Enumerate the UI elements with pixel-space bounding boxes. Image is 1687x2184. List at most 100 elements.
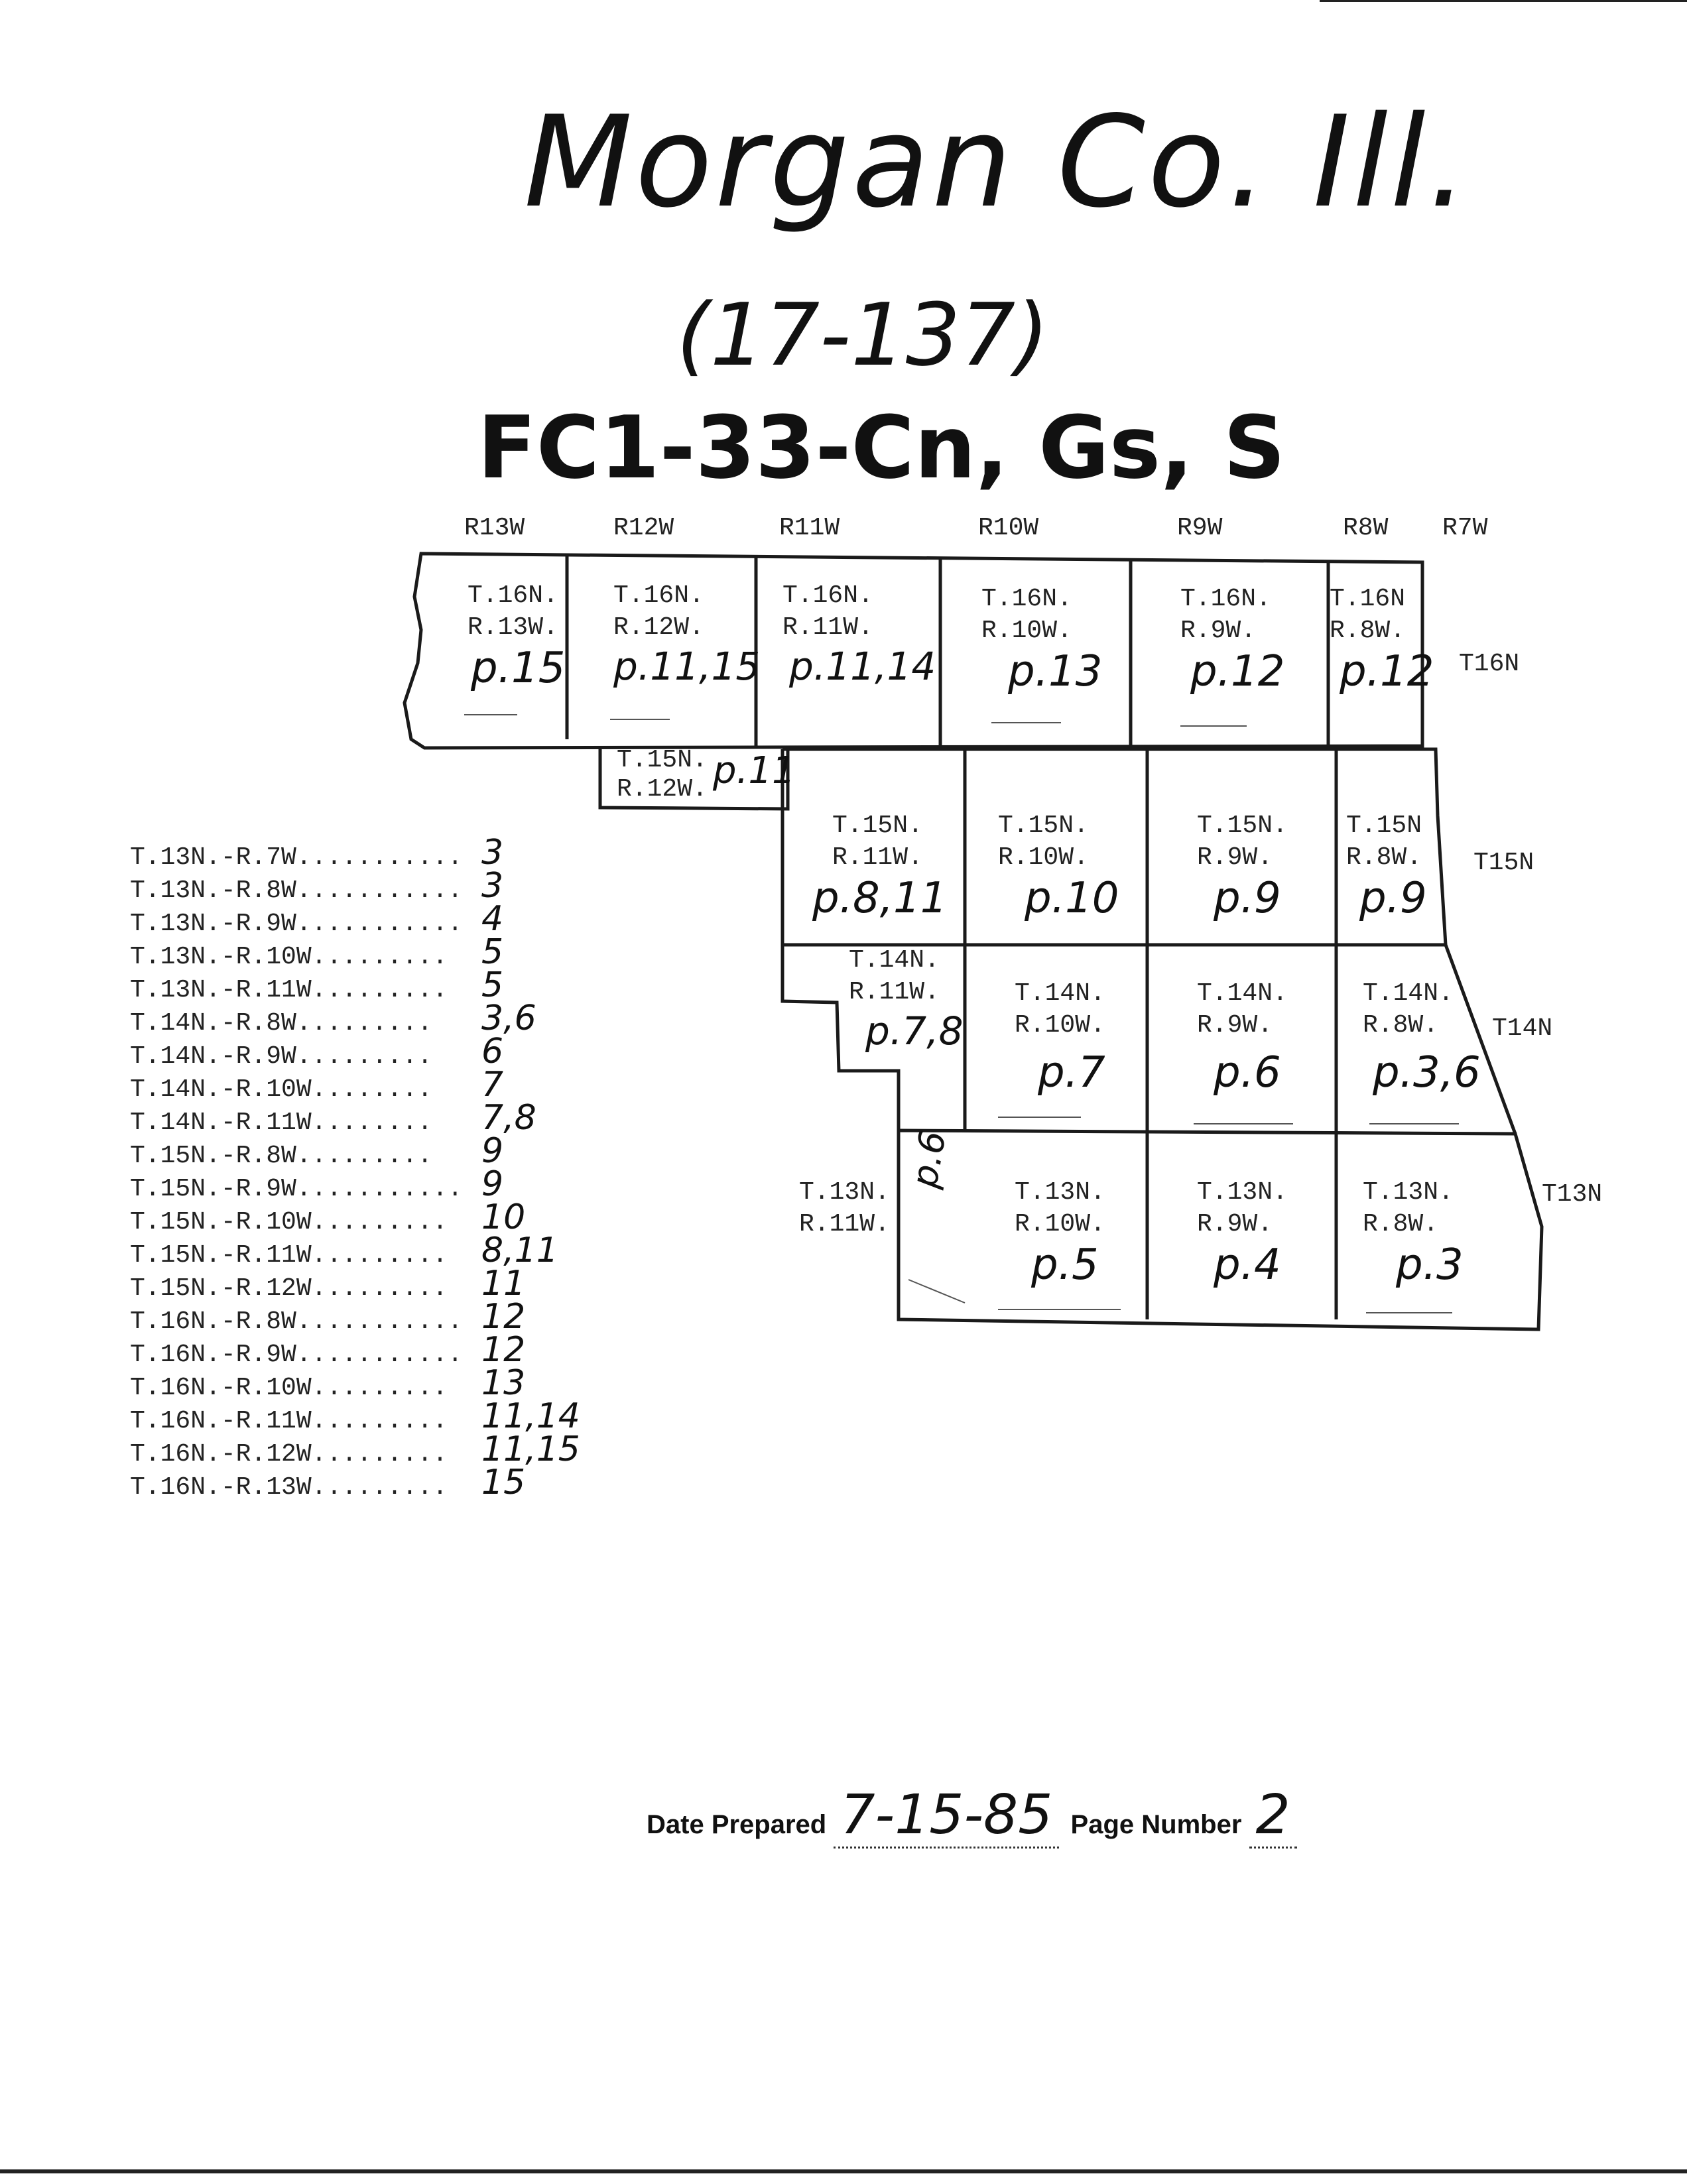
- index-label: T.14N.-R.11W........: [130, 1109, 433, 1137]
- cell-range: R.11W.: [832, 843, 923, 872]
- index-pages: 5: [481, 932, 504, 972]
- cell-township: T.15N.: [617, 746, 708, 774]
- index-pages: 6: [481, 1032, 504, 1071]
- cell-township: T.15N.: [1197, 812, 1288, 840]
- map-cell: T.15N. R.10W. p.10: [998, 810, 1119, 923]
- index-pages: 12: [481, 1297, 526, 1337]
- cell-range: R.12W.: [613, 613, 704, 642]
- cell-range: R.10W.: [981, 617, 1072, 645]
- index-row: T.13N.-R.10W.........5: [130, 935, 503, 971]
- bottom-scan-edge: [0, 2169, 1687, 2173]
- index-pages: 7: [481, 1065, 504, 1105]
- index-label: T.16N.-R.8W...........: [130, 1307, 463, 1336]
- index-row: T.15N.-R.11W.........8,11: [130, 1233, 558, 1270]
- map-cell: T.15N R.8W. p.9: [1346, 810, 1427, 923]
- cell-township: T.15N.: [832, 812, 923, 840]
- cell-township: T.16N: [1330, 585, 1406, 613]
- cell-range: R.10W.: [998, 843, 1089, 872]
- cell-page-note: p.12: [1190, 647, 1285, 696]
- top-scan-edge: [1320, 0, 1687, 2]
- cell-range: R.12W.: [617, 775, 708, 804]
- index-row: T.14N.-R.10W........ 7: [130, 1067, 503, 1104]
- map-cell: T.16N. R.12W. p.11,15: [613, 580, 760, 689]
- cell-range: R.9W.: [1180, 617, 1257, 645]
- index-row: T.13N.-R.9W...........4: [130, 902, 503, 938]
- page-title: Morgan Co. Ill.: [524, 89, 1471, 235]
- map-cell: T.14N. R.10W. p.7: [1015, 978, 1105, 1097]
- cell-page-note: p.9: [1214, 874, 1281, 923]
- cell-page-note: p.9: [1359, 874, 1427, 923]
- index-label: T.15N.-R.8W.........: [130, 1142, 433, 1170]
- index-pages: 11,14: [481, 1396, 580, 1436]
- index-row: T.13N.-R.7W........... 3: [130, 835, 503, 872]
- cell-range: R.10W.: [1015, 1011, 1105, 1040]
- cell-township: T.16N.: [1180, 585, 1271, 613]
- cell-range: R.8W.: [1330, 617, 1406, 645]
- cell-township: T.16N.: [468, 581, 558, 610]
- index-label: T.15N.-R.10W.........: [130, 1208, 448, 1237]
- index-pages: 3: [481, 866, 504, 906]
- cell-township: T.16N.: [613, 581, 704, 610]
- cell-township: T.13N.: [1197, 1178, 1288, 1207]
- index-label: T.14N.-R.9W.........: [130, 1042, 433, 1071]
- series-code: FC1-33-Cn, Gs, S: [477, 397, 1286, 498]
- cell-range: R.9W.: [1197, 843, 1273, 872]
- cell-page-note: p.10: [1025, 874, 1119, 923]
- index-row: T.14N.-R.11W........7,8: [130, 1101, 536, 1137]
- cell-page-note: p.13: [1008, 647, 1103, 696]
- map-cell: T.16N. R.13W. p.15: [468, 580, 565, 693]
- map-cell: T.13N. R.11W.: [799, 1177, 890, 1241]
- range-label-r7w: R7W: [1442, 514, 1488, 542]
- index-label: T.14N.-R.10W........: [130, 1075, 433, 1104]
- township-label-t16n: T16N: [1459, 650, 1520, 678]
- index-label: T.16N.-R.9W...........: [130, 1341, 463, 1369]
- cell-page-note: p.15: [471, 644, 566, 693]
- range-label-r12w: R12W: [613, 514, 674, 542]
- map-cell: T.13N. R.10W. p.5: [1015, 1177, 1105, 1290]
- index-label: T.16N.-R.12W.........: [130, 1440, 448, 1469]
- cell-page-note: p.7,8: [865, 1008, 964, 1054]
- index-label: T.13N.-R.11W.........: [130, 976, 448, 1004]
- cell-range: R.11W.: [849, 978, 940, 1006]
- cell-range: R.9W.: [1197, 1210, 1273, 1239]
- index-label: T.16N.-R.10W.........: [130, 1374, 448, 1402]
- index-row: T.16N.-R.10W.........13: [130, 1366, 525, 1402]
- map-cell: T.16N R.8W. p.12: [1330, 583, 1434, 696]
- cell-page-note: p.11,15: [613, 644, 761, 689]
- index-pages: 4: [481, 899, 504, 939]
- index-row: T.14N.-R.9W......... 6: [130, 1034, 503, 1071]
- map-cell: T.16N. R.11W. p.11,14: [782, 580, 936, 689]
- cell-township: T.15N: [1346, 812, 1422, 840]
- index-row: T.16N.-R.11W.........11,14: [130, 1399, 580, 1435]
- cell-page-note: p.8,11: [812, 874, 948, 923]
- cell-page-note: p.3,6: [1373, 1048, 1481, 1097]
- cell-range: R.13W.: [468, 613, 558, 642]
- cell-township: T.14N.: [849, 946, 940, 975]
- cell-page-note: p.3: [1396, 1241, 1464, 1290]
- index-pages: 9: [481, 1164, 504, 1204]
- range-label-r8w: R8W: [1343, 514, 1389, 542]
- cell-range: R.11W.: [782, 613, 873, 642]
- range-label-r9w: R9W: [1177, 514, 1223, 542]
- index-row: T.13N.-R.11W......... 5: [130, 968, 503, 1004]
- cell-township: T.13N.: [799, 1178, 890, 1207]
- cell-township: T.13N.: [1015, 1178, 1105, 1207]
- index-row: T.16N.-R.13W.........15: [130, 1465, 525, 1502]
- index-row: T.16N.-R.12W.........11,15: [130, 1432, 580, 1469]
- cell-page-note: p.4: [1214, 1241, 1281, 1290]
- index-pages: 3: [481, 833, 504, 873]
- map-cell: T.14N. R.8W. p.3,6: [1363, 978, 1481, 1097]
- map-cell: T.15N. R.9W. p.9: [1197, 810, 1288, 923]
- index-pages: 5: [481, 965, 504, 1005]
- map-cell: T.13N. R.9W. p.4: [1197, 1177, 1288, 1290]
- index-label: T.13N.-R.7W...........: [130, 843, 463, 872]
- index-row: T.15N.-R.8W.........9: [130, 1134, 503, 1170]
- index-pages: 11: [481, 1264, 526, 1304]
- township-label-t15n: T15N: [1473, 849, 1534, 877]
- cell-page-note: p.6: [1214, 1048, 1281, 1097]
- index-row: T.15N.-R.9W...........9: [130, 1167, 503, 1203]
- cell-range: R.11W.: [799, 1210, 890, 1239]
- map-cell: T.15N. R.12W.: [617, 746, 708, 804]
- index-row: T.14N.-R.8W.........3,6: [130, 1001, 536, 1038]
- index-pages: 12: [481, 1330, 526, 1370]
